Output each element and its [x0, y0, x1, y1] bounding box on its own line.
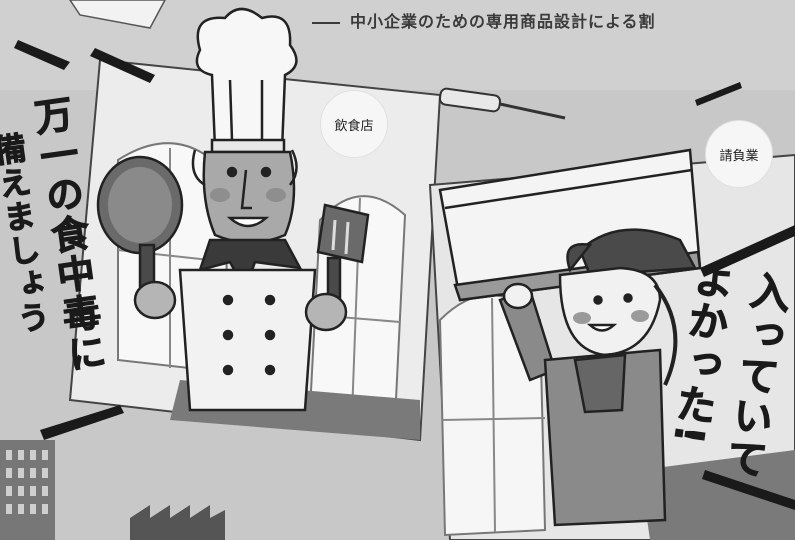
tagline: 中小企業のための専用商品設計による割 [312, 8, 656, 32]
tagline-dash [312, 21, 340, 24]
badge-contractor: 請負業 [705, 120, 773, 188]
chef-figure [96, 7, 370, 412]
screwdriver [438, 87, 566, 120]
worker-figure [498, 228, 698, 527]
accent-strokes [14, 40, 795, 510]
buildings [0, 440, 225, 540]
tagline-text: 中小企業のための専用商品設計による割 [350, 12, 656, 31]
badge-restaurant: 飲食店 [320, 90, 388, 158]
card-fragment [69, 0, 166, 29]
